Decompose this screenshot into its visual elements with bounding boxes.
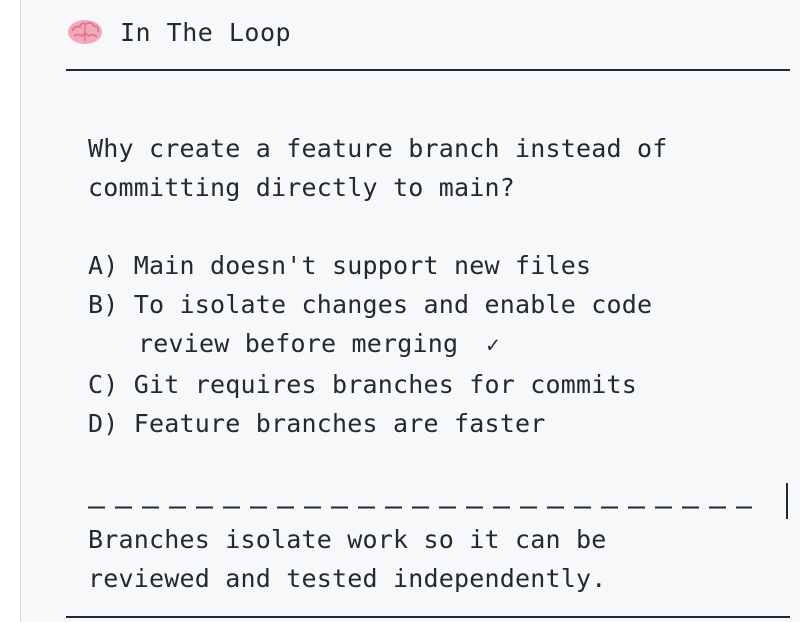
left-gutter [0, 0, 21, 622]
check-icon: ✓ [486, 333, 500, 358]
header-divider [66, 69, 790, 71]
option-b[interactable]: B) To isolate changes and enable code [88, 290, 653, 319]
quiz-card [21, 0, 800, 622]
explanation-line: Branches isolate work so it can be [88, 525, 607, 554]
option-c[interactable]: C) Git requires branches for commits [88, 370, 638, 399]
brain-icon [68, 20, 102, 44]
text-cursor [786, 483, 788, 519]
option-d[interactable]: D) Feature branches are faster [88, 409, 546, 438]
option-b-continuation-text: review before merging [138, 329, 459, 358]
panel-title: In The Loop [120, 17, 292, 47]
answer-divider [88, 494, 752, 509]
question-text: Why create a feature branch instead of co… [88, 129, 668, 207]
option-b-continuation: review before merging ✓ [88, 324, 652, 365]
explanation-text: Branches isolate work so it can be review… [88, 520, 607, 598]
footer-divider [66, 616, 790, 618]
question-line: committing directly to main? [88, 173, 516, 202]
question-line: Why create a feature branch instead of [88, 134, 668, 163]
options-list: A) Main doesn't support new files B) To i… [88, 246, 652, 443]
explanation-line: reviewed and tested independently. [88, 564, 607, 593]
option-a[interactable]: A) Main doesn't support new files [88, 251, 592, 280]
panel-header: In The Loop [66, 12, 291, 52]
